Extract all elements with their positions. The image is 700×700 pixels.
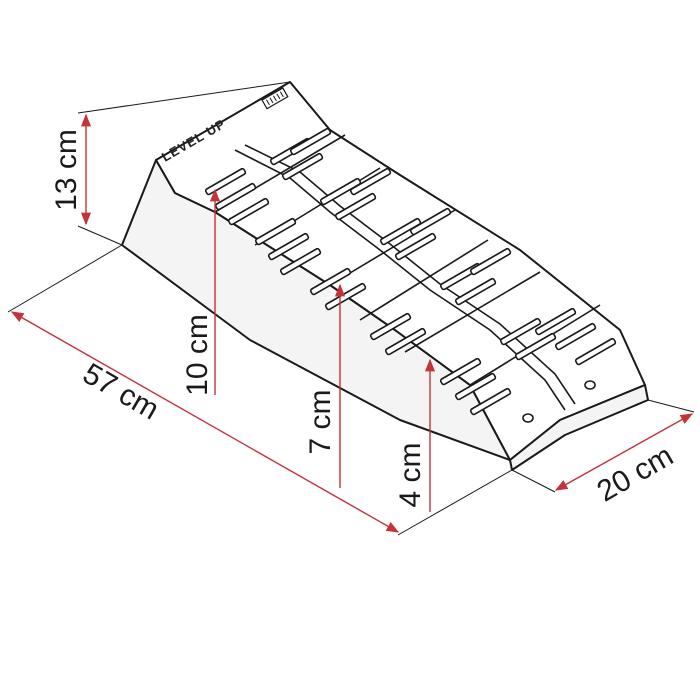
step-10cm-label: 10 cm [181,314,214,396]
ramp-body: LEVEL UP [121,81,649,471]
height-13cm-label: 13 cm [50,129,83,211]
step-7cm-label: 7 cm [304,389,337,454]
center-ridge [234,149,566,411]
center-ridge [244,144,576,405]
bolt-hole [584,380,596,390]
length-57cm-line [10,311,400,533]
step-4cm-label: 4 cm [394,442,427,507]
grip-slots [204,127,617,416]
step-edge [359,239,489,321]
extension-lines [7,81,695,536]
bolt-hole [522,413,534,423]
dimension-lines [10,113,694,533]
width-20cm-line [554,413,694,491]
length-57cm-label: 57 cm [77,357,164,426]
width-20cm-label: 20 cm [592,439,679,508]
step-edge [404,271,541,353]
brand-logo-icon [261,87,289,110]
